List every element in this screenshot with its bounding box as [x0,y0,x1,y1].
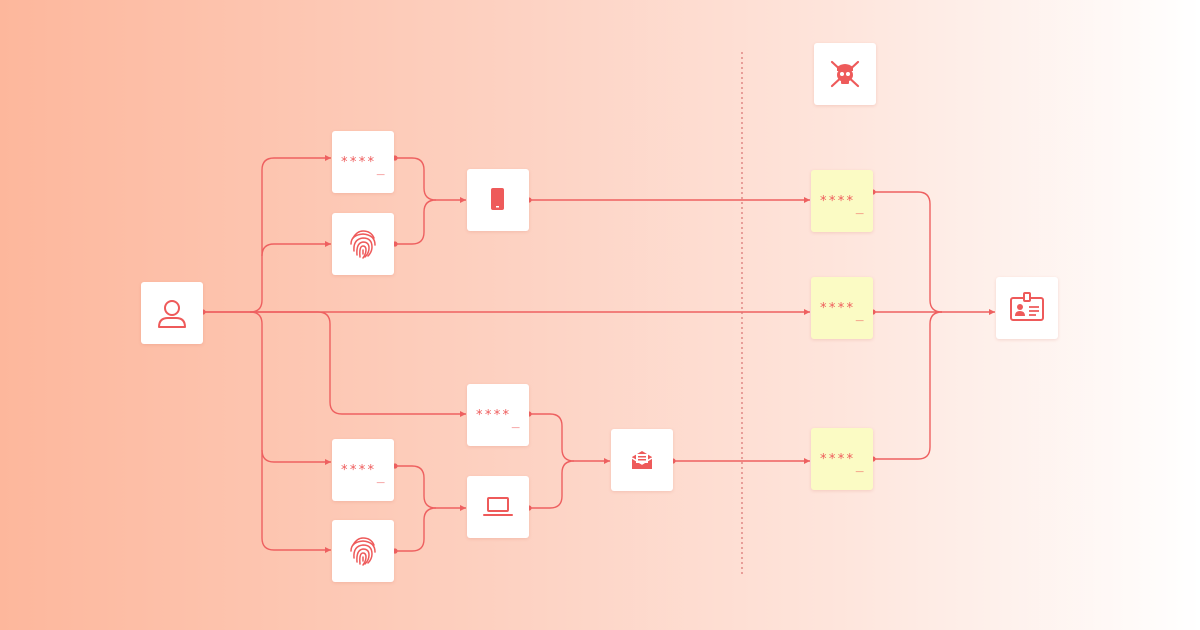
wire-password-bottom-to-laptop [395,465,466,509]
wire-user-to-password-top [203,157,331,313]
wire-user-to-password-middle [250,311,466,415]
wire-user-to-fingerprint-top [261,243,331,257]
password-field-top: ****_ [340,154,386,176]
attacker-node [814,43,876,105]
laptop-icon [483,497,513,516]
fingerprint-icon [350,537,376,566]
captured-password-node-1: ****_ [811,170,873,232]
wire-password-middle-to-email [529,413,610,462]
password-node-top: ****_ [332,131,394,193]
wire-fingerprint-bottom-to-laptop [395,507,437,552]
captured-password-node-3: ****_ [811,428,873,490]
wire-fingerprint-top-to-phone [395,199,437,245]
password-field-middle: ****_ [475,407,521,429]
laptop-node [467,476,529,538]
password-field-bottom: ****_ [340,462,386,484]
wire-captured-1-to-identity [873,191,943,313]
password-node-middle: ****_ [467,384,529,446]
password-node-bottom: ****_ [332,439,394,501]
wire-user-to-password-bottom [249,311,331,463]
captured-password-field-1: ****_ [819,193,865,215]
fingerprint-node-top [332,213,394,275]
phone-icon [491,188,504,210]
user-icon [158,300,186,328]
wire-captured-3-to-identity [873,311,943,460]
user-node [141,282,203,344]
captured-password-field-3: ****_ [819,451,865,473]
captured-password-field-2: ****_ [819,300,865,322]
email-icon [631,451,653,469]
wire-password-top-to-phone [395,157,466,201]
captured-password-node-2: ****_ [811,277,873,339]
fingerprint-icon [350,230,376,259]
email-node [611,429,673,491]
id-card-icon [1010,292,1044,321]
fingerprint-node-bottom [332,520,394,582]
wire-user-to-fingerprint-bottom [261,450,331,551]
identity-card-node [996,277,1058,339]
phone-node [467,169,529,231]
wire-laptop-to-email [529,460,575,509]
pirate-skull-icon [830,60,860,88]
